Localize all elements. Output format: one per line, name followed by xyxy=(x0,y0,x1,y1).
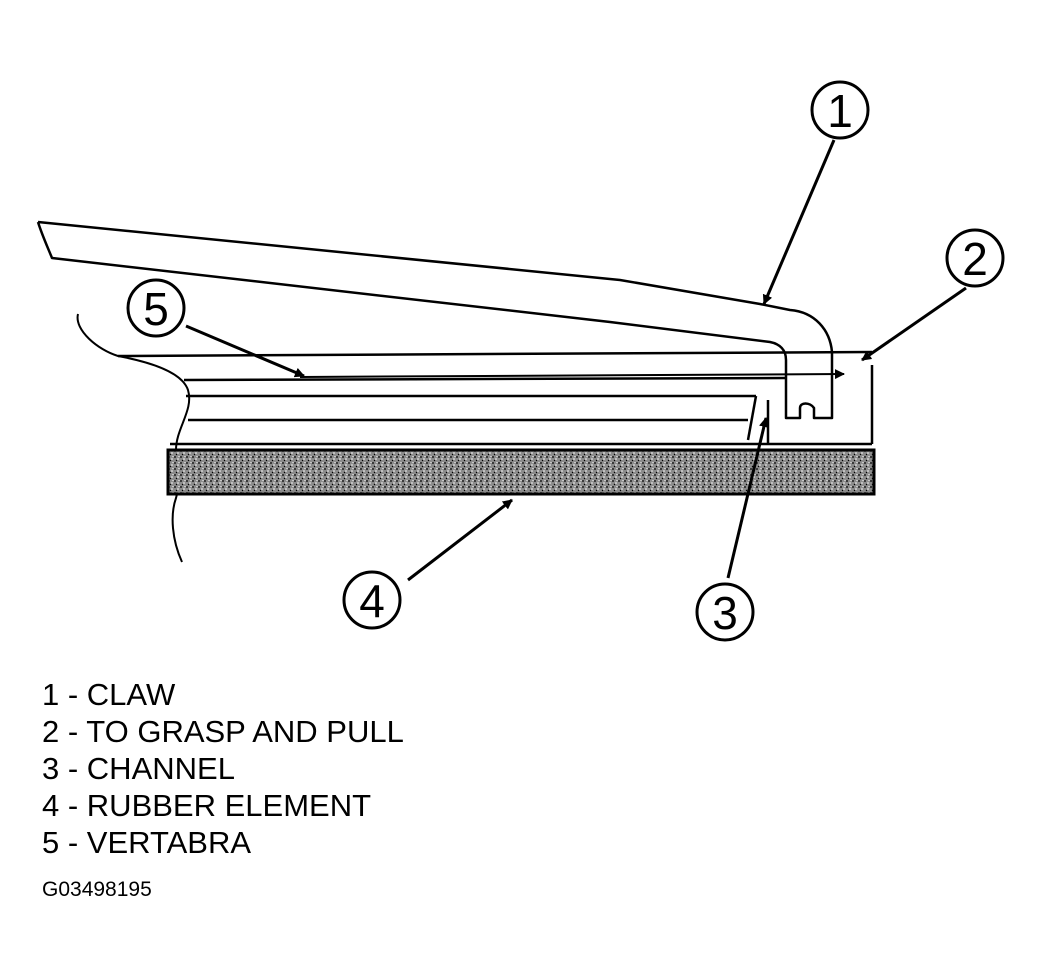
legend-item: 3 - CHANNEL xyxy=(42,751,235,786)
callout-1: 1 xyxy=(810,80,870,140)
body-top-line xyxy=(117,350,873,358)
legend-item: 5 - VERTABRA xyxy=(42,825,252,860)
legend-item: 2 - TO GRASP AND PULL xyxy=(42,714,404,749)
leader-line-4 xyxy=(407,498,513,582)
legend: 1 - CLAW 2 - TO GRASP AND PULL 3 - CHANN… xyxy=(42,676,404,861)
callout-2-number: 2 xyxy=(962,233,988,285)
callout-3: 3 xyxy=(695,582,755,642)
figure-id: G03498195 xyxy=(42,878,152,901)
torn-edge-left xyxy=(76,313,191,563)
wiper-blade-cross-section-diagram: 1 2 3 4 5 xyxy=(36,80,1005,642)
legend-item: 1 - CLAW xyxy=(42,677,176,712)
rubber-element-shape xyxy=(166,448,876,496)
channel-shape xyxy=(170,400,872,446)
callout-2: 2 xyxy=(945,228,1005,288)
vertabra-shape xyxy=(183,376,787,441)
grasp-arrow xyxy=(299,369,845,380)
callout-1-number: 1 xyxy=(827,85,853,137)
leader-line-3 xyxy=(726,417,769,579)
legend-item: 4 - RUBBER ELEMENT xyxy=(42,788,372,823)
callout-3-number: 3 xyxy=(712,587,738,639)
leader-line-2 xyxy=(861,286,967,362)
callout-4-number: 4 xyxy=(359,575,385,627)
leader-line-1 xyxy=(762,139,836,305)
callout-5: 5 xyxy=(126,278,186,338)
leader-line-5 xyxy=(185,324,305,378)
claw-shape xyxy=(36,220,834,420)
callout-4: 4 xyxy=(342,570,402,630)
callout-5-number: 5 xyxy=(143,283,169,335)
